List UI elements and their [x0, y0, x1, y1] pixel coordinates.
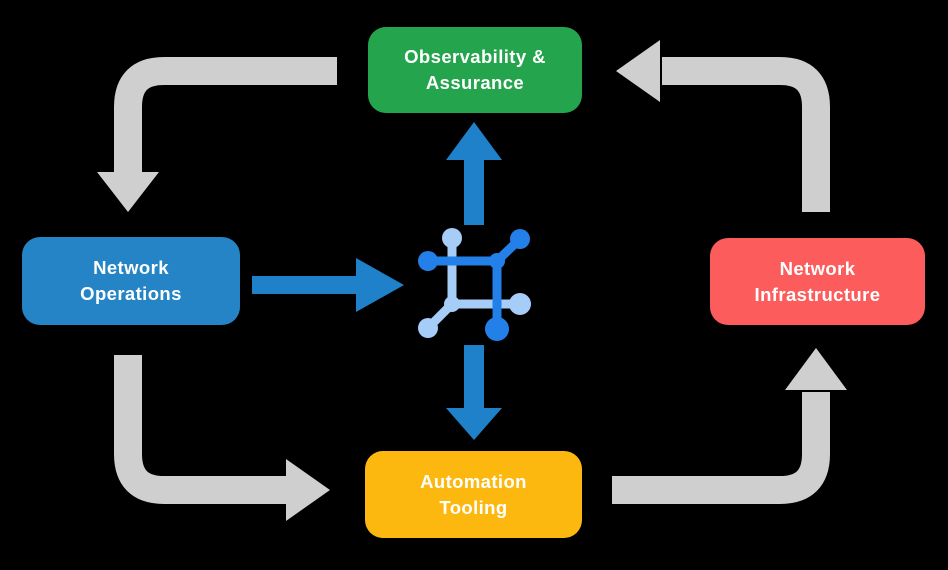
node-network-operations: Network Operations [22, 237, 240, 325]
network-platform-icon [418, 228, 531, 341]
node-automation-tooling: Automation Tooling [365, 451, 582, 538]
arrow-operations-to-automation [114, 355, 330, 521]
arrow-operations-to-center [252, 258, 404, 312]
arrow-observability-to-operations [97, 57, 337, 212]
arrow-infrastructure-to-observability [616, 40, 830, 212]
arrow-center-to-observability [446, 122, 502, 225]
arrow-automation-to-infrastructure [612, 348, 847, 504]
node-observability-assurance: Observability & Assurance [368, 27, 582, 113]
node-network-infrastructure: Network Infrastructure [710, 238, 925, 325]
node-network-infrastructure-label: Network Infrastructure [754, 257, 881, 305]
node-observability-assurance-label: Observability & Assurance [404, 46, 546, 93]
node-network-operations-label: Network Operations [80, 257, 182, 304]
arrow-center-to-automation [446, 345, 502, 440]
node-automation-tooling-label: Automation Tooling [420, 470, 527, 518]
